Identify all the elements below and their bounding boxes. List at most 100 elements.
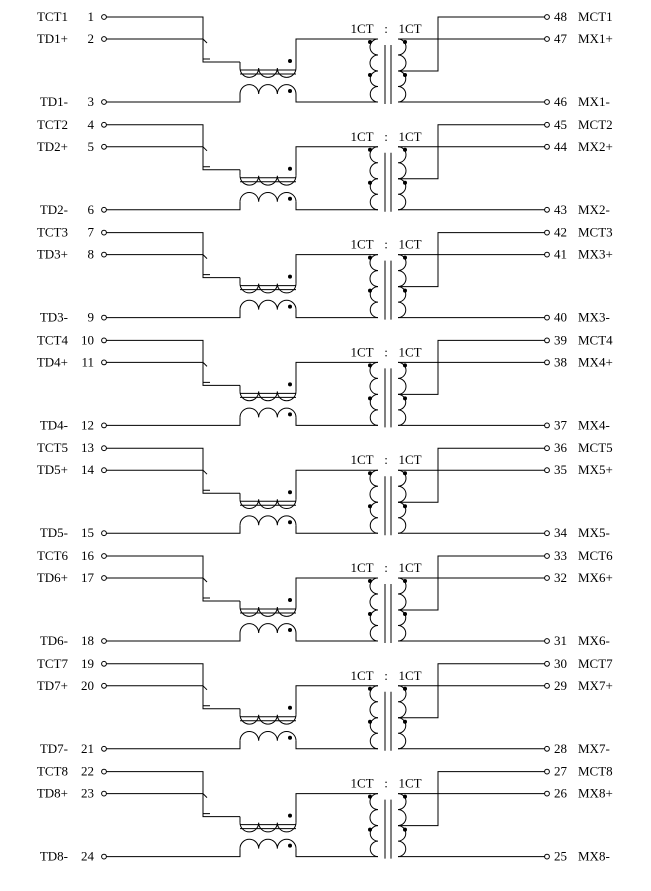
polarity-dot bbox=[288, 59, 292, 63]
terminal-right bbox=[544, 337, 550, 344]
wire bbox=[295, 740, 378, 750]
polarity-dot bbox=[368, 396, 372, 401]
wire bbox=[398, 577, 545, 611]
pin-number-left: 20 bbox=[81, 678, 94, 693]
polarity-dot bbox=[288, 843, 292, 848]
polarity-dot bbox=[403, 396, 407, 401]
ratio-secondary-label: 1CT bbox=[398, 21, 421, 36]
pin-number-right: 27 bbox=[554, 764, 568, 779]
pin-name-plus-right: MX5+ bbox=[578, 462, 613, 477]
pin-name-minus-left: TD8- bbox=[40, 849, 68, 864]
wire bbox=[202, 577, 208, 583]
ratio-separator: : bbox=[384, 560, 388, 575]
wire bbox=[106, 417, 241, 426]
terminal-right bbox=[544, 575, 550, 581]
pin-name-minus-right: MX2- bbox=[578, 202, 610, 217]
pin-name-tap-right: MCT5 bbox=[578, 440, 613, 455]
pin-name-tap-right: MCT2 bbox=[578, 117, 613, 132]
choke-upper-winding bbox=[239, 822, 297, 833]
choke-lower-winding bbox=[239, 299, 297, 310]
terminal-left bbox=[101, 660, 107, 667]
terminal-right bbox=[544, 530, 550, 537]
wire bbox=[202, 362, 210, 383]
pin-number-right: 34 bbox=[554, 525, 568, 540]
choke-lower-winding bbox=[239, 407, 297, 418]
wire bbox=[398, 663, 545, 687]
terminal-right bbox=[544, 121, 550, 128]
pin-number-left: 7 bbox=[88, 225, 95, 240]
wire bbox=[398, 146, 545, 180]
pin-name-minus-right: MX5- bbox=[578, 525, 610, 540]
wire bbox=[202, 469, 208, 475]
wire bbox=[106, 201, 241, 211]
pin-number-right: 40 bbox=[554, 310, 567, 325]
pin-number-right: 32 bbox=[554, 570, 567, 585]
polarity-dot bbox=[288, 274, 292, 279]
pin-name-minus-left: TD3- bbox=[40, 310, 68, 325]
pin-name-tap-right: MCT4 bbox=[578, 332, 613, 347]
wire bbox=[295, 633, 378, 642]
wire bbox=[295, 309, 378, 319]
wire bbox=[106, 848, 241, 858]
pin-number-left: 19 bbox=[81, 656, 94, 671]
pin-number-right: 37 bbox=[554, 417, 568, 432]
choke-upper-winding bbox=[239, 714, 297, 725]
pin-number-right: 44 bbox=[554, 139, 568, 154]
pin-name-tap-right: MCT7 bbox=[578, 656, 613, 671]
polarity-dot bbox=[368, 363, 372, 368]
polarity-dot bbox=[403, 40, 407, 44]
terminal-left bbox=[101, 99, 107, 105]
polarity-dot bbox=[368, 686, 372, 691]
ratio-separator: : bbox=[384, 452, 388, 467]
terminal-left bbox=[101, 337, 107, 344]
ratio-secondary-label: 1CT bbox=[398, 560, 421, 575]
pin-number-left: 9 bbox=[88, 310, 95, 325]
wire bbox=[202, 362, 208, 367]
choke-upper-winding bbox=[239, 391, 297, 402]
terminal-left bbox=[101, 359, 107, 366]
pin-number-left: 10 bbox=[81, 332, 94, 347]
polarity-dot bbox=[368, 579, 372, 583]
wire bbox=[398, 555, 545, 579]
wire bbox=[202, 470, 210, 491]
wire bbox=[398, 38, 545, 72]
wire bbox=[398, 447, 545, 471]
ratio-separator: : bbox=[384, 776, 388, 791]
wire bbox=[202, 685, 208, 691]
pin-number-left: 3 bbox=[88, 94, 95, 109]
pin-name-plus-right: MX3+ bbox=[578, 247, 613, 262]
wire bbox=[398, 124, 545, 148]
wire bbox=[202, 39, 210, 60]
pin-number-left: 2 bbox=[88, 31, 95, 46]
wire bbox=[106, 633, 241, 642]
wire bbox=[398, 685, 545, 719]
pin-number-left: 18 bbox=[81, 633, 94, 648]
ratio-primary-label: 1CT bbox=[350, 776, 373, 791]
pin-name-tap-left: TCT1 bbox=[37, 9, 68, 24]
pin-number-right: 46 bbox=[554, 94, 568, 109]
polarity-dot bbox=[403, 363, 407, 368]
polarity-dot bbox=[288, 166, 292, 171]
pin-name-tap-left: TCT7 bbox=[37, 656, 69, 671]
wire bbox=[398, 339, 545, 363]
polarity-dot bbox=[368, 147, 372, 152]
polarity-dot bbox=[368, 40, 372, 44]
pin-name-plus-right: MX1+ bbox=[578, 31, 613, 46]
choke-lower-winding bbox=[239, 515, 297, 526]
choke-lower-winding bbox=[239, 730, 297, 741]
terminal-right bbox=[544, 143, 550, 150]
polarity-dot bbox=[368, 827, 372, 832]
pin-number-left: 21 bbox=[81, 741, 94, 756]
pin-name-tap-right: MCT8 bbox=[578, 764, 613, 779]
pin-name-tap-left: TCT8 bbox=[37, 764, 68, 779]
ratio-primary-label: 1CT bbox=[350, 668, 373, 683]
transformer-primary-upper bbox=[369, 254, 379, 288]
pin-number-right: 31 bbox=[554, 633, 567, 648]
pin-number-right: 33 bbox=[554, 548, 567, 563]
choke-upper-winding bbox=[239, 283, 297, 294]
choke-upper-winding bbox=[239, 606, 297, 617]
wire bbox=[398, 16, 545, 40]
pin-number-right: 45 bbox=[554, 117, 567, 132]
